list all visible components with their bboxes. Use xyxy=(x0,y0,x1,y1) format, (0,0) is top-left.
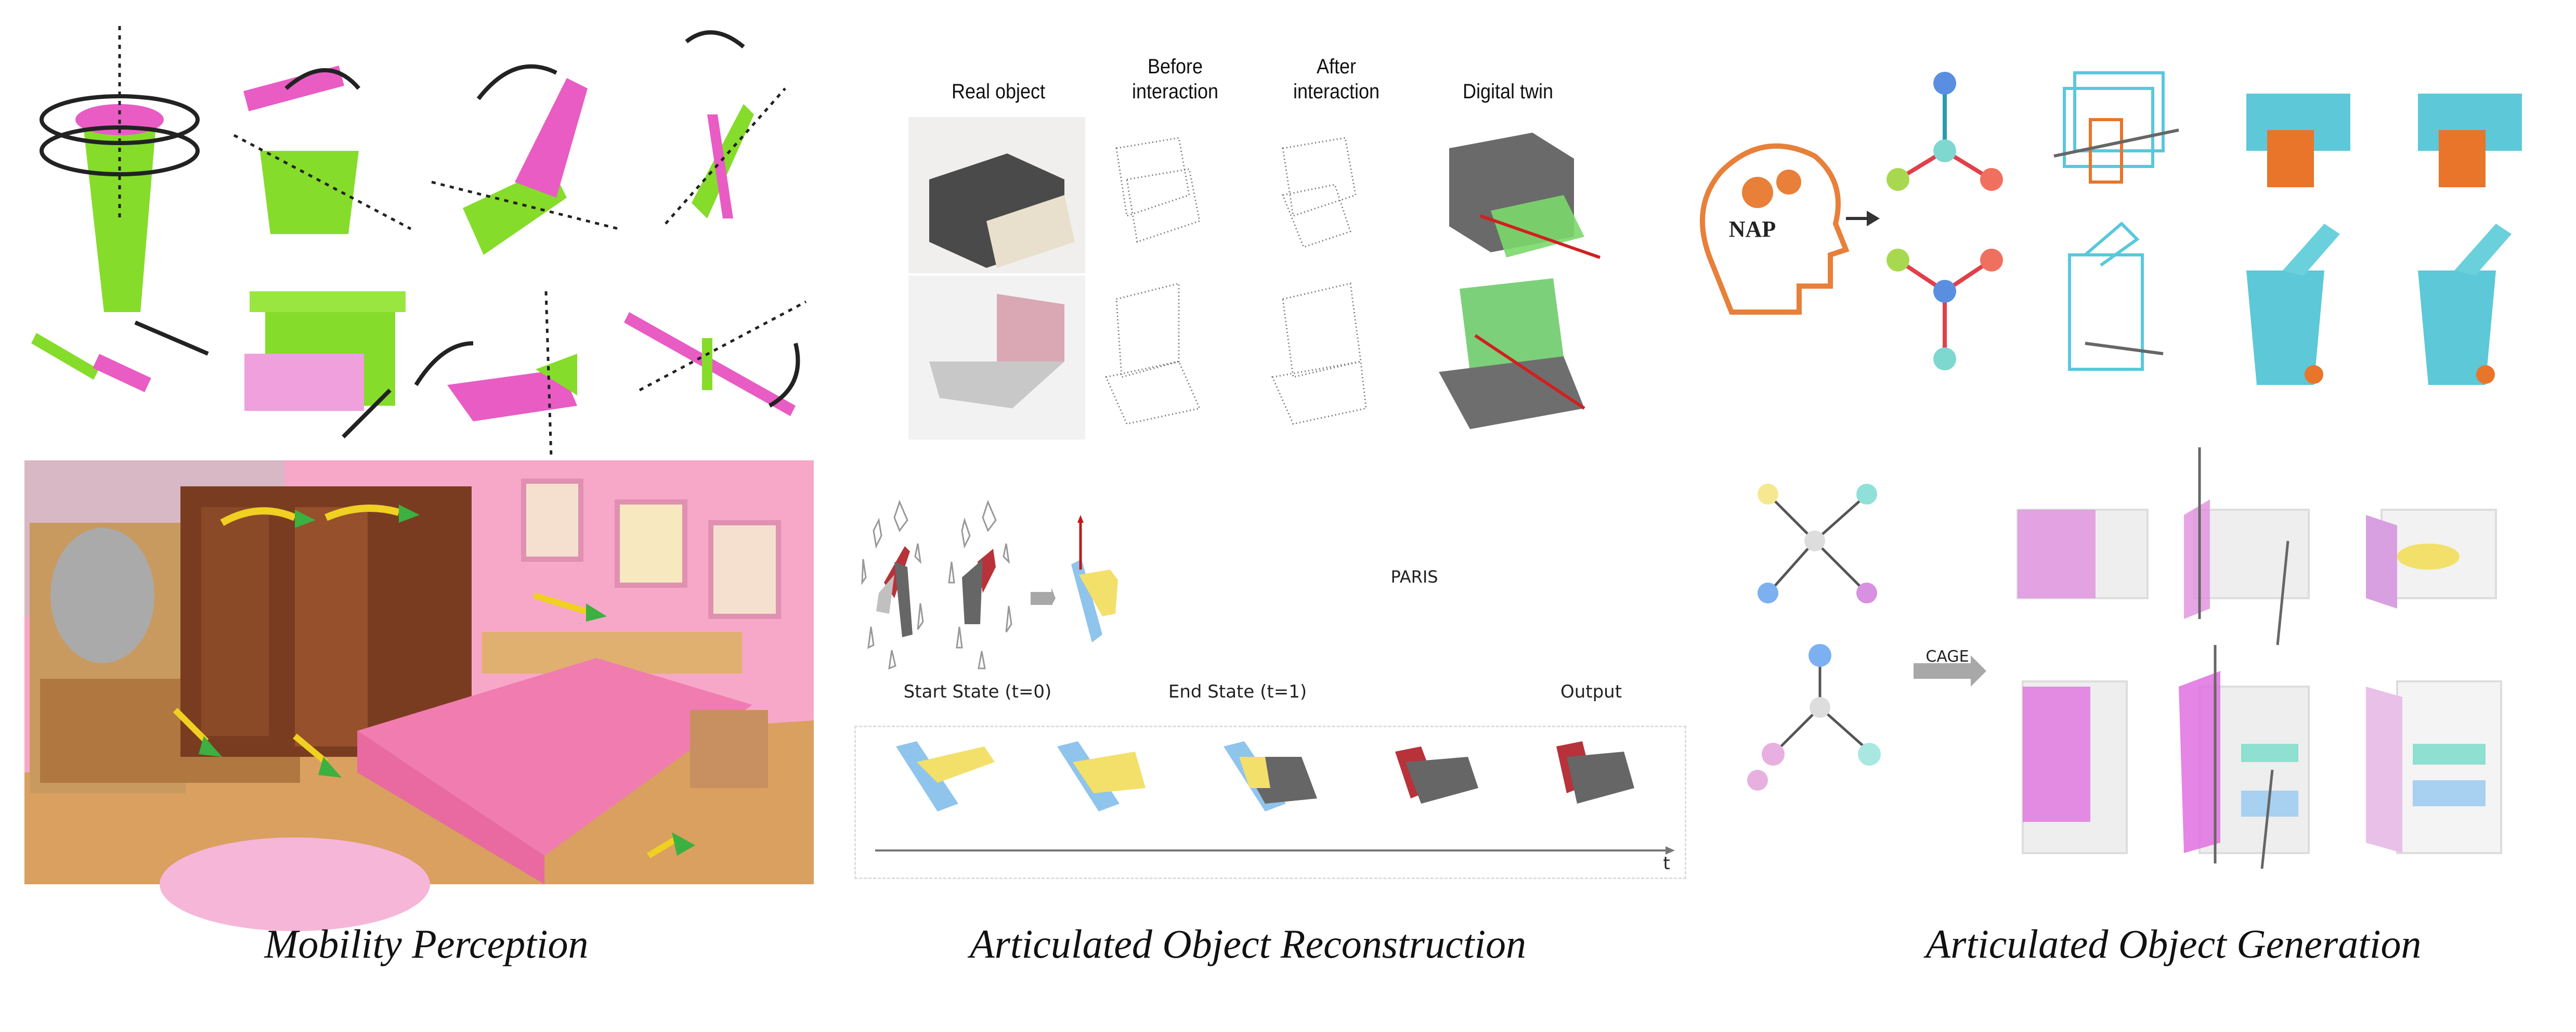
seesaw-object xyxy=(624,300,807,416)
start-state-label: Start State (t=0) xyxy=(903,681,1052,702)
header-real-object: Real object xyxy=(951,80,1046,103)
nap-graph-top xyxy=(1887,72,2003,191)
folding-knife-object xyxy=(665,30,786,225)
generated-cabinet-2 xyxy=(2418,94,2522,187)
digital-twin-grid xyxy=(908,117,1601,440)
generated-trash-bin-2 xyxy=(2418,224,2512,385)
header-before-line2: interaction xyxy=(1131,80,1219,103)
syringe-object xyxy=(31,320,209,392)
point-cloud-before-laptop xyxy=(1104,282,1201,425)
generated-microwave-2 xyxy=(2184,447,2310,646)
basket-object xyxy=(233,66,412,234)
generated-cabinet-1 xyxy=(2246,94,2350,187)
timeline-frame-4 xyxy=(1395,746,1478,804)
cage-generation-illustration xyxy=(1747,447,2502,869)
generated-microwave-1 xyxy=(2016,509,2149,599)
end-state-label: End State (t=1) xyxy=(1168,681,1307,702)
header-digital-twin: Digital twin xyxy=(1462,80,1554,103)
cage-method-label: CAGE xyxy=(1926,648,1969,666)
flip-phone-object xyxy=(431,64,619,255)
nap-label: NAP xyxy=(1728,216,1776,242)
output-label: Output xyxy=(1560,681,1622,702)
usb-reconstruction-illustration xyxy=(861,499,1118,670)
usb-output-part-model xyxy=(1071,515,1118,642)
generation-caption: Articulated Object Generation xyxy=(1926,921,2422,966)
time-axis-arrowhead xyxy=(1666,846,1675,855)
generated-microwave-3 xyxy=(2366,509,2497,609)
mobility-objects-illustration xyxy=(31,26,807,458)
generated-fridge-2 xyxy=(2179,645,2310,869)
game-controller-object xyxy=(414,291,577,458)
nightstand-object xyxy=(244,291,406,438)
reconstruction-caption: Articulated Object Reconstruction xyxy=(969,921,1527,966)
timeline-box xyxy=(854,726,1686,879)
generated-fridge-1 xyxy=(2022,680,2128,854)
nap-head-icon xyxy=(1700,143,1850,315)
mobility-perception-caption: Mobility Perception xyxy=(264,921,589,966)
header-before-line1: Before xyxy=(1147,55,1203,78)
generated-trash-bin-1 xyxy=(2246,224,2340,385)
time-axis-label: t xyxy=(1663,853,1670,874)
generated-fridge-3 xyxy=(2366,680,2502,854)
cage-arrow xyxy=(1914,655,1986,687)
paris-method-label: PARIS xyxy=(1390,567,1438,587)
point-cloud-after-laptop xyxy=(1271,282,1367,425)
digital-twin-drawer xyxy=(1449,133,1601,259)
cage-graph-top xyxy=(1758,484,1877,603)
cage-graph-bottom xyxy=(1747,644,1881,791)
usb-start-state xyxy=(876,546,913,637)
wireframe-cabinet xyxy=(2053,71,2179,184)
timeline-frame-5 xyxy=(1556,741,1634,804)
camera-frustum-icons xyxy=(861,499,1012,670)
bedroom-scene-image xyxy=(24,460,814,931)
usb-end-state xyxy=(962,549,996,624)
timeline-frame-2 xyxy=(1057,741,1146,811)
header-after-line2: interaction xyxy=(1293,80,1380,103)
digital-twin-laptop xyxy=(1439,278,1585,429)
point-cloud-before-drawer xyxy=(1115,137,1201,243)
nap-generation-illustration xyxy=(1700,71,2522,385)
paris-arrow xyxy=(1031,588,1056,606)
point-cloud-after-drawer xyxy=(1281,137,1357,248)
nap-graph-bottom xyxy=(1887,249,2003,370)
header-after-line1: After xyxy=(1316,55,1357,78)
timeline-usb-sequence xyxy=(875,741,1675,855)
cup-object xyxy=(40,26,200,312)
wireframe-trash-bin xyxy=(2068,221,2164,371)
timeline-frame-3 xyxy=(1224,741,1317,811)
timeline-frame-1 xyxy=(896,741,995,811)
